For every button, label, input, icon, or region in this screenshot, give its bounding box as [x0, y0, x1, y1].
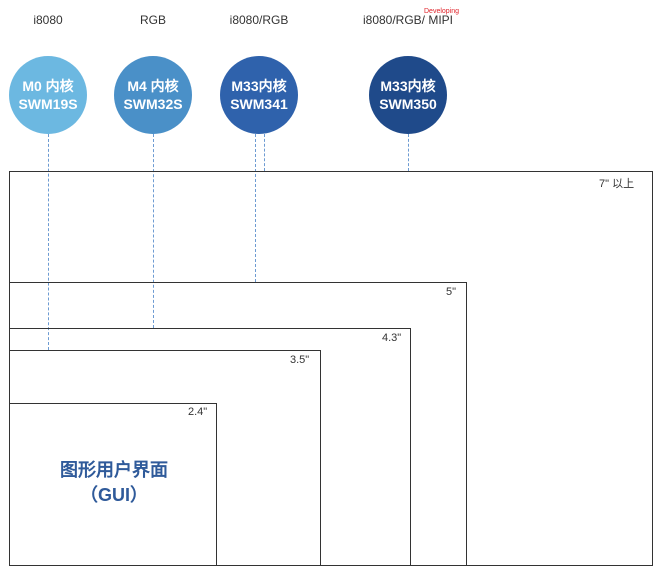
gui-title: 图形用户界面 [60, 460, 168, 480]
chip-swm341: M33内核 SWM341 [220, 56, 298, 134]
interface-label-swm350: i8080/RGB/ MIPI [362, 13, 454, 27]
size-label-7in: 7" 以上 [599, 178, 635, 190]
chip-core-label: M4 内核 [127, 78, 179, 94]
chip-model-label: SWM32S [123, 96, 183, 112]
chip-swm19s: M0 内核 SWM19S [9, 56, 87, 134]
size-label-5in: 5" [446, 286, 457, 298]
chip-swm350: M33内核 SWM350 [369, 56, 447, 134]
gui-label: 图形用户界面 （GUI） [40, 458, 188, 508]
connector-swm341-a [255, 134, 256, 282]
connector-swm350 [408, 134, 409, 171]
size-label-3-5in: 3.5" [290, 354, 310, 366]
size-label-4-3in: 4.3" [382, 332, 402, 344]
interface-label-swm19s: i8080 [33, 13, 63, 27]
interface-label-swm32s: RGB [139, 13, 167, 27]
size-label-2-4in: 2.4" [188, 406, 208, 418]
developing-note: Developing [424, 8, 460, 15]
connector-swm341-b [264, 134, 265, 171]
chip-model-label: SWM19S [18, 96, 78, 112]
connector-swm32s [153, 134, 154, 328]
chip-core-label: M33内核 [380, 78, 436, 94]
chip-swm32s: M4 内核 SWM32S [114, 56, 192, 134]
interface-label-swm341: i8080/RGB [229, 13, 289, 27]
chip-core-label: M0 内核 [22, 78, 74, 94]
connector-swm19s [48, 134, 49, 350]
chip-model-label: SWM341 [230, 96, 288, 112]
chip-core-label: M33内核 [231, 78, 287, 94]
gui-subtitle: （GUI） [79, 485, 148, 505]
chip-model-label: SWM350 [379, 96, 437, 112]
